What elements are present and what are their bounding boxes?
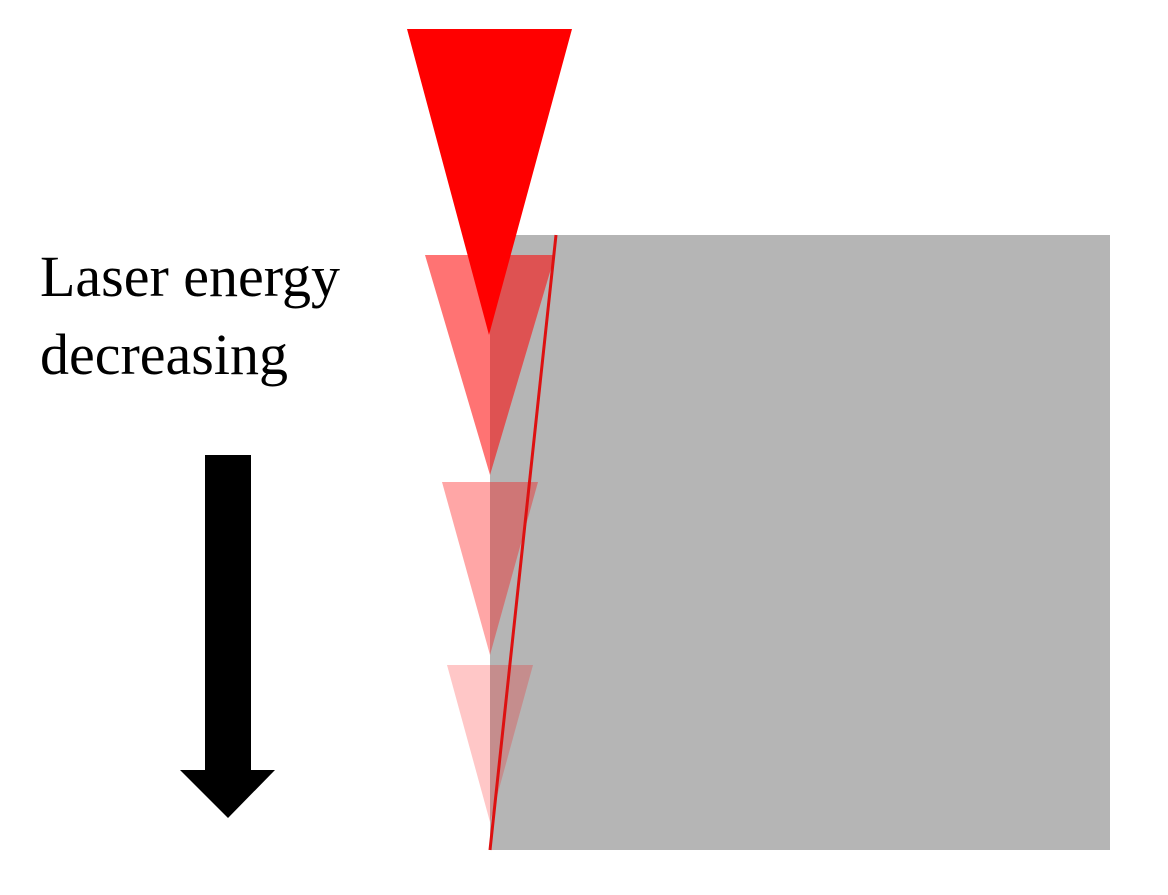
laser-energy-caption: Laser energy decreasing [40, 238, 420, 394]
laser-beam-3 [442, 482, 538, 655]
laser-beam-4 [447, 665, 533, 822]
workpiece-block [490, 235, 1110, 850]
arrow-shaft [205, 455, 251, 773]
caption-line-2: decreasing [40, 322, 288, 387]
laser-beam-2 [425, 255, 555, 475]
arrow-head [180, 770, 275, 818]
laser-beam-1 [407, 29, 572, 335]
arrow-down-icon [180, 455, 275, 818]
cut-line [488, 234, 558, 851]
caption-line-1: Laser energy [40, 244, 341, 309]
